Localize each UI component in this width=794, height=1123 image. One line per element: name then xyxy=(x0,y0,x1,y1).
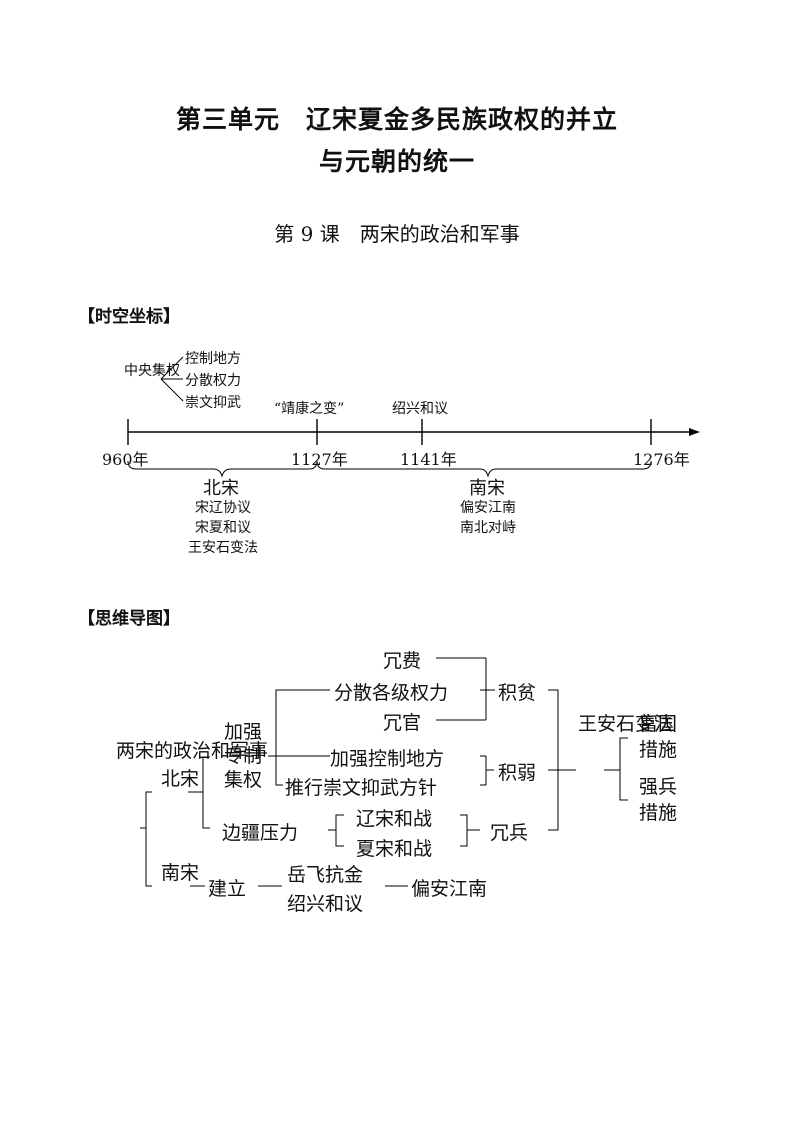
timeline-arrow xyxy=(689,428,700,436)
reform-bracket xyxy=(548,689,559,831)
node-establish: 建立 xyxy=(208,878,247,900)
south-song-notes: 偏安江南 南北对峙 xyxy=(440,498,536,538)
north-bracket xyxy=(202,756,210,829)
south-note-confront: 南北对峙 xyxy=(460,520,516,536)
north-note-liao: 宋辽协议 xyxy=(195,500,251,516)
node-border-pressure: 边疆压力 xyxy=(222,822,299,844)
node-redundant-official: 冗官 xyxy=(383,712,422,734)
node-weakness: 积弱 xyxy=(498,762,537,784)
measure-divide-power: 分散权力 xyxy=(185,373,241,389)
event-jingkang: “靖康之变” xyxy=(274,401,345,417)
node-strengthen-army: 强兵措施 xyxy=(638,776,677,824)
node-redundant-expense: 冗费 xyxy=(383,650,422,672)
measure-control-local: 控制地方 xyxy=(185,351,241,367)
node-liao-song: 辽宋和战 xyxy=(356,808,433,830)
measure-wen-wu: 崇文抑武 xyxy=(185,395,241,411)
measures-bracket xyxy=(619,737,628,801)
wars-bracket xyxy=(460,814,468,847)
mindmap-root: 两宋的政治和军事 xyxy=(116,740,269,762)
year-1127: 1127年 xyxy=(291,450,348,469)
unit-title-line1: 第三单元 辽宋夏金多民族政权的并立 xyxy=(175,105,618,134)
north-song-notes: 宋辽协议 宋夏和议 王安石变法 xyxy=(168,498,278,558)
era-south-song: 南宋 xyxy=(469,478,505,499)
south-note-settle: 偏安江南 xyxy=(460,500,516,516)
node-poverty: 积贫 xyxy=(498,682,537,704)
root-bracket xyxy=(145,791,152,887)
event-shaoxing: 绍兴和议 xyxy=(392,401,448,417)
node-yuefei: 岳飞抗金 xyxy=(287,864,364,886)
north-song-brace xyxy=(127,460,318,478)
south-song-brace xyxy=(316,460,652,478)
year-1276: 1276年 xyxy=(633,450,690,469)
north-note-xia: 宋夏和议 xyxy=(195,520,251,536)
border-bracket xyxy=(335,814,344,847)
node-enrich-country: 富国措施 xyxy=(638,713,677,761)
year-1141: 1141年 xyxy=(400,450,457,469)
lesson-title: 第 9 课 两宋的政治和军事 xyxy=(274,222,520,246)
node-reform: 王安石变法 xyxy=(578,713,674,735)
node-divide-power: 分散各级权力 xyxy=(334,682,449,704)
timeline-heading: 【时空坐标】 xyxy=(78,307,180,327)
fork-top xyxy=(160,356,184,380)
node-strengthen-centralization: 加强专制集权 xyxy=(223,721,262,791)
north-note-reform: 王安石变法 xyxy=(188,540,258,556)
unit-title-line2: 与元朝的统一 xyxy=(318,147,475,176)
node-wen-over-wu: 推行崇文抑武方针 xyxy=(285,777,438,799)
year-960: 960年 xyxy=(102,450,149,469)
node-north-song: 北宋 xyxy=(161,768,200,790)
era-north-song: 北宋 xyxy=(203,478,239,499)
central-bracket xyxy=(275,689,283,786)
node-settle-south: 偏安江南 xyxy=(411,878,488,900)
fork-bottom xyxy=(160,378,184,402)
node-shaoxing-peace: 绍兴和议 xyxy=(287,893,364,915)
node-south-song: 南宋 xyxy=(161,862,200,884)
node-strengthen-local: 加强控制地方 xyxy=(330,748,445,770)
node-xia-song: 夏宋和战 xyxy=(356,838,433,860)
node-redundant-soldier: 冗兵 xyxy=(490,822,529,844)
mindmap-heading: 【思维导图】 xyxy=(78,609,180,629)
